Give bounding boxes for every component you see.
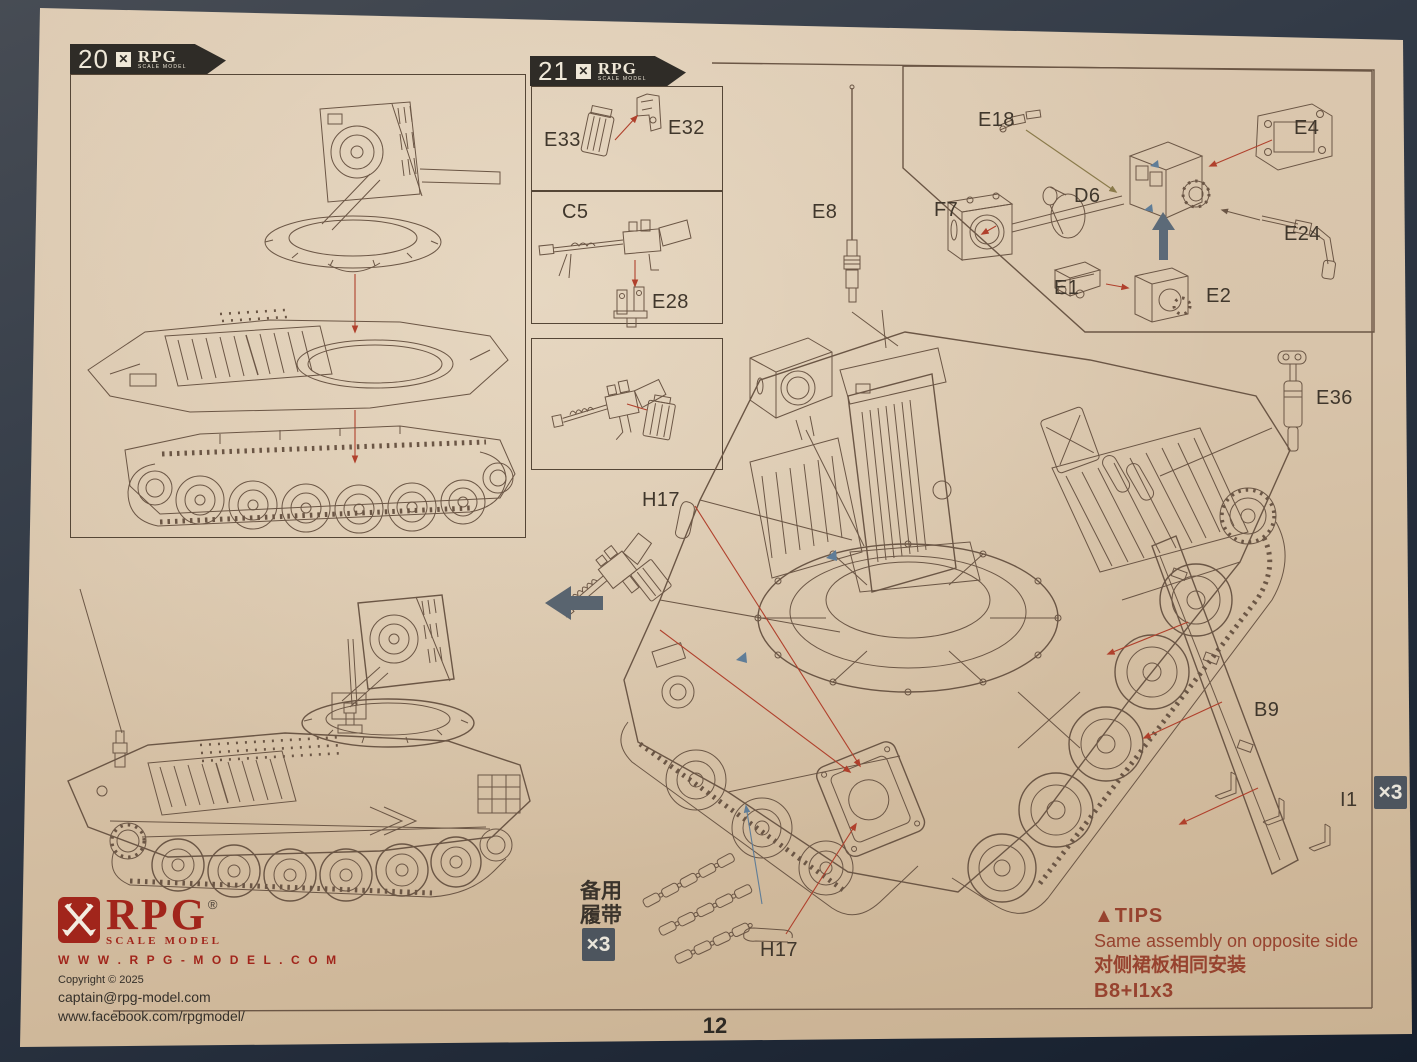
up-arrow-icon	[1152, 212, 1175, 260]
part-label-c5: C5	[562, 201, 589, 223]
spare-track-links-drawing	[642, 853, 753, 964]
publisher-website: W W W . R P G - M O D E L . C O M	[58, 953, 339, 967]
part-label-e4: E4	[1294, 117, 1320, 139]
tips-triangle-icon: ▲	[1094, 905, 1115, 927]
spare-track-caption-line2: 履带	[580, 904, 622, 928]
step20-box	[70, 74, 526, 538]
tips-line-chinese: 对侧裙板相同安装	[1094, 955, 1247, 976]
tips-title: TIPS	[1114, 905, 1164, 927]
step21-box1-diagram	[580, 93, 662, 157]
h17-hook-top-drawing	[675, 501, 695, 539]
completed-tank-diagram	[67, 588, 531, 902]
mg-assembly-drawing	[558, 532, 672, 618]
brand-x-icon: ✕	[115, 51, 131, 67]
part-label-h17-bottom: H17	[760, 939, 798, 961]
brand-logo-text: RPG	[137, 47, 177, 66]
brand-logo-subtext: SCALE MODEL	[597, 76, 647, 82]
part-label-f7: F7	[934, 199, 959, 221]
brand-logo-subtext: SCALE MODEL	[137, 64, 187, 70]
i1-quantity-badge: ×3	[1374, 776, 1407, 809]
page-number: 12	[702, 1013, 728, 1038]
step21-banner: 21 ✕ RPG SCALE MODEL	[530, 56, 686, 86]
step21-parts-box-3	[531, 338, 723, 470]
step21-parts-box-1	[531, 86, 723, 192]
tips-line-parts: B8+I1x3	[1094, 980, 1174, 1002]
tips-line-english: Same assembly on opposite side	[1094, 931, 1359, 951]
brand-x-icon: ✕	[575, 63, 591, 79]
contact-email: captain@rpg-model.com	[58, 989, 211, 1005]
subassembly-box-border	[902, 65, 1375, 333]
publisher-block: RPG® SCALE MODEL W W W . R P G - M O D E…	[58, 893, 339, 1024]
step20-exploded-diagram	[87, 101, 516, 534]
left-arrow-icon	[545, 586, 603, 620]
rpg-crossed-rockets-icon	[58, 897, 100, 943]
step20-banner: 20 ✕ RPG SCALE MODEL	[70, 44, 226, 74]
brand-wordmark: RPG	[106, 890, 208, 939]
antenna-part-drawing	[843, 84, 861, 303]
brand-wordmark-sub: SCALE MODEL	[106, 935, 223, 947]
part-label-d6: D6	[1074, 185, 1101, 207]
part-label-e24: E24	[1284, 223, 1321, 245]
spare-track-caption: 备用 履带	[580, 880, 622, 928]
e36-part-drawing	[1277, 350, 1307, 452]
part-label-e2: E2	[1206, 285, 1232, 307]
i1-brackets-drawing	[1214, 771, 1331, 852]
step20-number: 20	[78, 43, 109, 74]
part-label-e33: E33	[544, 129, 581, 151]
part-label-e36: E36	[1316, 387, 1353, 409]
part-label-h17-top: H17	[642, 489, 680, 511]
brand-logo-text: RPG	[597, 59, 637, 78]
part-label-e18: E18	[978, 109, 1015, 131]
subassembly-box-diagram	[902, 65, 1375, 333]
step21-number: 21	[538, 55, 569, 86]
part-label-e1: E1	[1054, 277, 1080, 299]
part-label-e28: E28	[652, 291, 689, 313]
facebook-url: www.facebook.com/rpgmodel/	[58, 1008, 245, 1024]
registered-mark: ®	[207, 897, 218, 912]
spare-track-caption-line1: 备用	[580, 880, 622, 903]
copyright-line: Copyright © 2025	[58, 974, 144, 986]
step21-box2-diagram	[538, 219, 692, 328]
part-label-e8: E8	[812, 201, 838, 223]
part-label-i1: I1	[1340, 789, 1358, 811]
spare-track-quantity-badge: ×3	[582, 928, 615, 961]
tips-block: ▲TIPS Same assembly on opposite side 对侧裙…	[1094, 906, 1358, 1001]
part-label-b9: B9	[1254, 699, 1280, 721]
main-tank-diagram	[620, 309, 1299, 935]
part-label-e32: E32	[668, 117, 705, 139]
step21-box3-diagram	[551, 378, 676, 441]
